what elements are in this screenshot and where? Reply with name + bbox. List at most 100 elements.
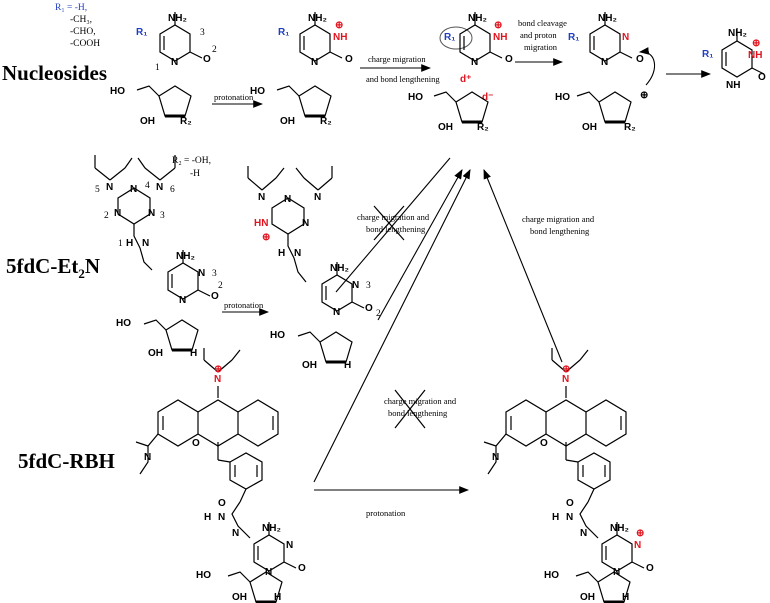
num-1: 1 [155, 63, 160, 73]
hydrazone-n-label: N [580, 528, 587, 539]
ho-label: HO [250, 86, 265, 97]
bond-cleavage-label: bond cleavage [518, 18, 567, 28]
oh-label: OH [280, 116, 295, 127]
hydrazone-n-label: N [232, 528, 239, 539]
plus-charge-icon: ⊕ [752, 38, 760, 49]
num-1: 1 [118, 239, 123, 249]
num-2c: 2 [376, 309, 381, 319]
carbonyl-o-label: O [365, 303, 373, 314]
amine-n-label: N [144, 452, 151, 463]
carbonyl-o-label: O [636, 54, 644, 65]
oh-label: OH [580, 592, 595, 603]
hydrazone-n-label: N [294, 248, 301, 259]
xanthene-o-label: O [192, 438, 200, 449]
r2-label: R₂ [477, 122, 489, 133]
num-4: 4 [145, 181, 150, 191]
n-label: N [471, 57, 478, 68]
plus-charge-icon: ⊕ [640, 90, 648, 101]
oh-label: OH [438, 122, 453, 133]
r2-label: R₂ [180, 116, 192, 127]
hn-label: H [204, 512, 211, 523]
migration-label: migration [524, 42, 558, 52]
plus-charge-icon: ⊕ [494, 20, 502, 31]
cm-and-label: charge migration and [357, 212, 430, 222]
row-label-nucleosides: Nucleosides [2, 61, 107, 85]
carbonyl-o-label: O [758, 72, 766, 83]
ho-label: HO [196, 570, 211, 581]
charge-migration-label: charge migration [368, 54, 426, 64]
row-label-et2n: 5fdC-Et2N [6, 254, 100, 281]
intermediate-structure: NH₂ R₁ NH ⊕ O N d⁺ d⁻ HO OH R₂ [408, 11, 513, 133]
and-proton-label: and proton [520, 30, 557, 40]
triazine-n-label: N [284, 194, 291, 205]
r1-label: R₁ [444, 32, 455, 43]
carbonyl-o-label: O [505, 54, 513, 65]
free-base-structure: NH₂ R₁ NH ⊕ O NH [702, 27, 766, 91]
plus-charge-icon: ⊕ [214, 364, 222, 375]
protonated-nh-label: NH [748, 50, 762, 61]
ho-label: HO [544, 570, 559, 581]
plus-charge-icon: ⊕ [335, 20, 343, 31]
triazine-n4-label: N [130, 184, 137, 195]
amide-o-label: O [218, 498, 226, 509]
nh-label: NH [726, 80, 740, 91]
n5-label: N [106, 182, 113, 193]
hydrazone-n-label: N [142, 238, 149, 249]
r1-option-cooh: -COOH [70, 39, 100, 49]
amide-o-label: O [566, 498, 574, 509]
amide-n-label: N [218, 512, 225, 523]
et2n-protonated-structure: N N N HN ⊕ N H N NH₂ N 3 O 2 N HO OH H [247, 166, 381, 371]
protonated-nucleoside-structure: NH₂ R₁ NH ⊕ O N HO OH R₂ [250, 11, 353, 127]
oh-label: OH [582, 122, 597, 133]
protonation-label-3: protonation [366, 508, 406, 518]
nh2-label: NH₂ [168, 13, 187, 24]
num-2: 2 [104, 211, 109, 221]
r2-definition: R₂ = -OH, [172, 156, 211, 166]
h-label: H [622, 592, 629, 603]
plus-charge-icon: ⊕ [562, 364, 570, 375]
triazine-n-right-label: N [302, 218, 309, 229]
n-label: N [265, 567, 272, 578]
oh-label: OH [232, 592, 247, 603]
n-left-label: N [258, 192, 265, 203]
num-3c: 3 [366, 281, 371, 291]
hn-label: H [552, 512, 559, 523]
carbonyl-o-label: O [298, 563, 306, 574]
r1-label: R₁ [702, 49, 713, 60]
nh2-label: NH₂ [330, 263, 349, 274]
pyr-n-red-label: N [634, 540, 641, 551]
iminium-n-label: N [562, 374, 569, 385]
r1-label: R₁ [568, 32, 579, 43]
protonated-nh-label: NH [333, 32, 347, 43]
r1-label: R₁ [278, 27, 289, 38]
cm-and-right-label: charge migration and [522, 214, 595, 224]
bond-lengthening-rbh-label: bond lengthening [388, 408, 448, 418]
plus-charge-icon: ⊕ [262, 232, 270, 243]
plus-charge-icon: ⊕ [636, 528, 644, 539]
protonated-nh-label: NH [493, 32, 507, 43]
pyr-n-label: N [286, 540, 293, 551]
carbonyl-o-label: O [211, 291, 219, 302]
num-3: 3 [200, 28, 205, 38]
carbonyl-o-label: O [203, 54, 211, 65]
r2-option-h: -H [190, 169, 200, 179]
h-label: H [274, 592, 281, 603]
ho-label: HO [116, 318, 131, 329]
cm-and-rbh-label: charge migration and [384, 396, 457, 406]
nh2-label: NH₂ [728, 28, 747, 39]
nh2-label: NH₂ [468, 13, 487, 24]
amide-n-label: N [566, 512, 573, 523]
protonation-label-2: protonation [224, 300, 264, 310]
n-label: N [179, 295, 186, 306]
delta-plus-label: d⁺ [460, 74, 471, 85]
xanthene-o-label: O [540, 438, 548, 449]
num-5: 5 [95, 185, 100, 195]
pyr-n3-label: N [198, 268, 205, 279]
n-right-label: N [314, 192, 321, 203]
protonated-hn-label: HN [254, 218, 268, 229]
num-6: 6 [170, 185, 175, 195]
nh2-label: NH₂ [308, 13, 327, 24]
triazine-n3-label: N [148, 208, 155, 219]
oh-label: OH [140, 116, 155, 127]
oh-label: OH [148, 348, 163, 359]
